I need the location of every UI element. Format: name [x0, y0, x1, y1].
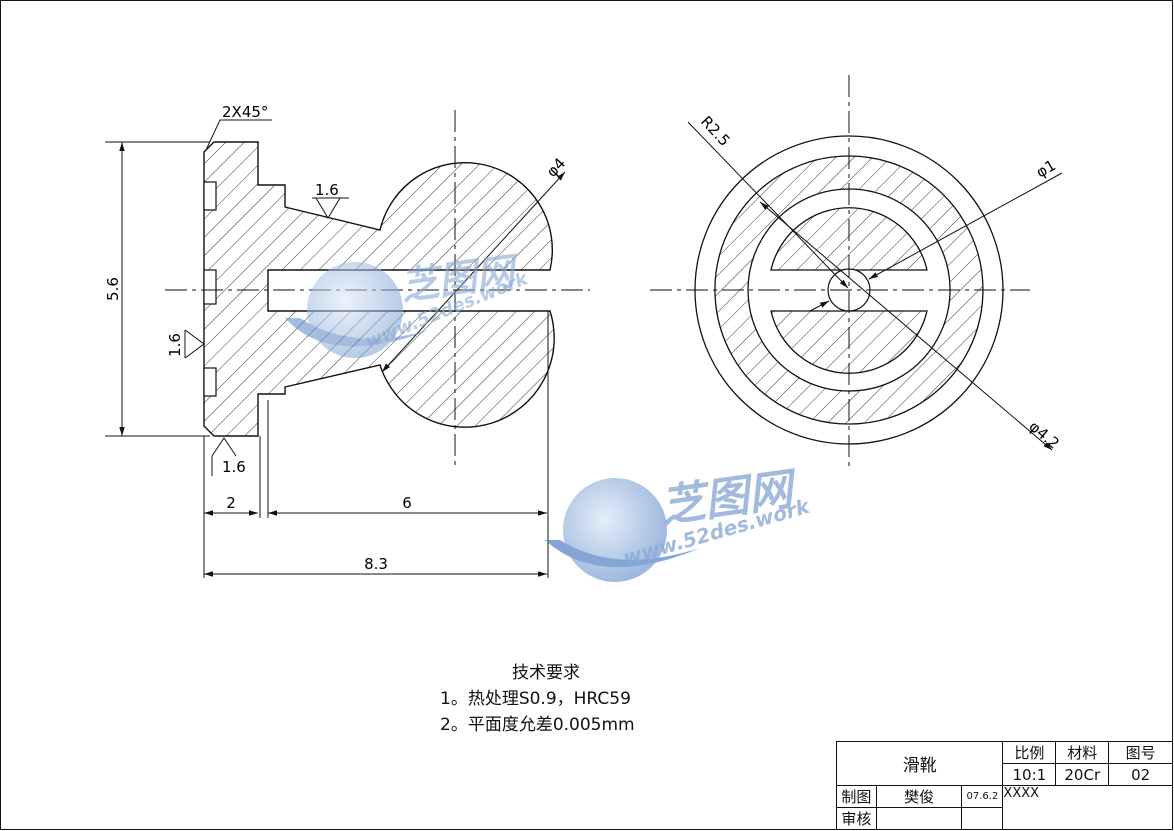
slot-top: [203, 181, 217, 211]
check-date: [961, 807, 1004, 830]
tech-title: 技术要求: [512, 663, 580, 683]
front-view: 5.6 2X45° 1.6 1.6 1.6 φ4 2 6 8.3: [104, 103, 590, 578]
dim-sphere-dia: φ4: [543, 154, 569, 181]
roughness-bottom: 1.6: [222, 458, 246, 476]
dim-flange-length: 2: [226, 494, 236, 512]
organization: XXXX: [1002, 785, 1173, 830]
checked-by: [875, 807, 963, 830]
watermark-logo-1: [285, 262, 430, 358]
dim-hole-dia: φ1: [1033, 156, 1059, 181]
material-label: 材料: [1055, 741, 1110, 764]
dim-chamfer: 2X45°: [222, 103, 268, 121]
material-value: 20Cr: [1055, 763, 1110, 786]
dim-total-length: 8.3: [364, 555, 388, 573]
dim-body-length: 6: [402, 494, 412, 512]
tech-line-1: 1。热处理S0.9，HRC59: [440, 689, 631, 709]
drawn-by: 樊俊: [875, 785, 963, 808]
roughness-left: 1.6: [166, 333, 184, 357]
slot-bottom: [203, 367, 217, 397]
drawing-no-value: 02: [1108, 763, 1173, 786]
check-label: 审核: [836, 807, 877, 830]
drawn-date: 07.6.2: [961, 785, 1004, 808]
scale-value: 10:1: [1002, 763, 1057, 786]
drawing-no-label: 图号: [1108, 741, 1173, 764]
roughness-top: 1.6: [315, 181, 339, 199]
technical-requirements: 技术要求 1。热处理S0.9，HRC59 2。平面度允差0.005mm: [440, 660, 700, 738]
title-block: 滑靴 比例 材料 图号 10:1 20Cr 02 制图 樊俊 07.6.2 XX…: [835, 741, 1173, 830]
dim-radius: R2.5: [697, 112, 734, 149]
scale-label: 比例: [1002, 741, 1057, 764]
drawn-label: 制图: [836, 785, 877, 808]
dim-outer-dia: φ4.2: [1025, 417, 1062, 452]
watermark-logo-2: [545, 478, 700, 582]
tech-line-2: 2。平面度允差0.005mm: [440, 715, 635, 735]
part-name: 滑靴: [835, 741, 1004, 786]
slot-mid: [203, 269, 217, 305]
side-view: R2.5 φ1 φ4.2: [650, 75, 1063, 470]
dim-height: 5.6: [104, 277, 122, 301]
